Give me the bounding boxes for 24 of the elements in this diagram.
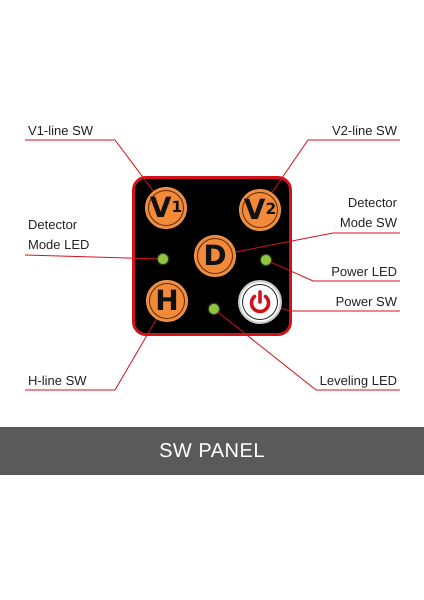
- leader-line: [24, 318, 157, 390]
- led-indicator: [158, 254, 168, 264]
- panel-title: SW PANEL: [159, 440, 265, 462]
- leader-line: [271, 140, 400, 194]
- leader-line: [24, 140, 154, 192]
- callout-label: Leveling LED: [316, 372, 400, 390]
- leader-line: [280, 308, 400, 312]
- leader-line: [270, 262, 400, 282]
- callout-label: Detector Mode LED: [25, 215, 107, 255]
- callout-label: V2-line SW: [308, 122, 400, 140]
- control-panel: [132, 176, 292, 336]
- round-button: D: [194, 235, 236, 277]
- callout-label: H-line SW: [25, 372, 115, 390]
- round-button: H: [146, 280, 188, 322]
- leader-line: [217, 312, 400, 390]
- led-indicator: [261, 255, 271, 265]
- leader-line: [24, 254, 158, 260]
- callout-label: Power LED: [313, 263, 400, 281]
- led-indicator: [209, 304, 219, 314]
- callout-label: V1-line SW: [25, 122, 115, 140]
- leader-line: [235, 232, 400, 252]
- callout-label: Detector Mode SW: [316, 193, 400, 233]
- power-button: [238, 280, 282, 324]
- callout-label: Power SW: [300, 293, 400, 311]
